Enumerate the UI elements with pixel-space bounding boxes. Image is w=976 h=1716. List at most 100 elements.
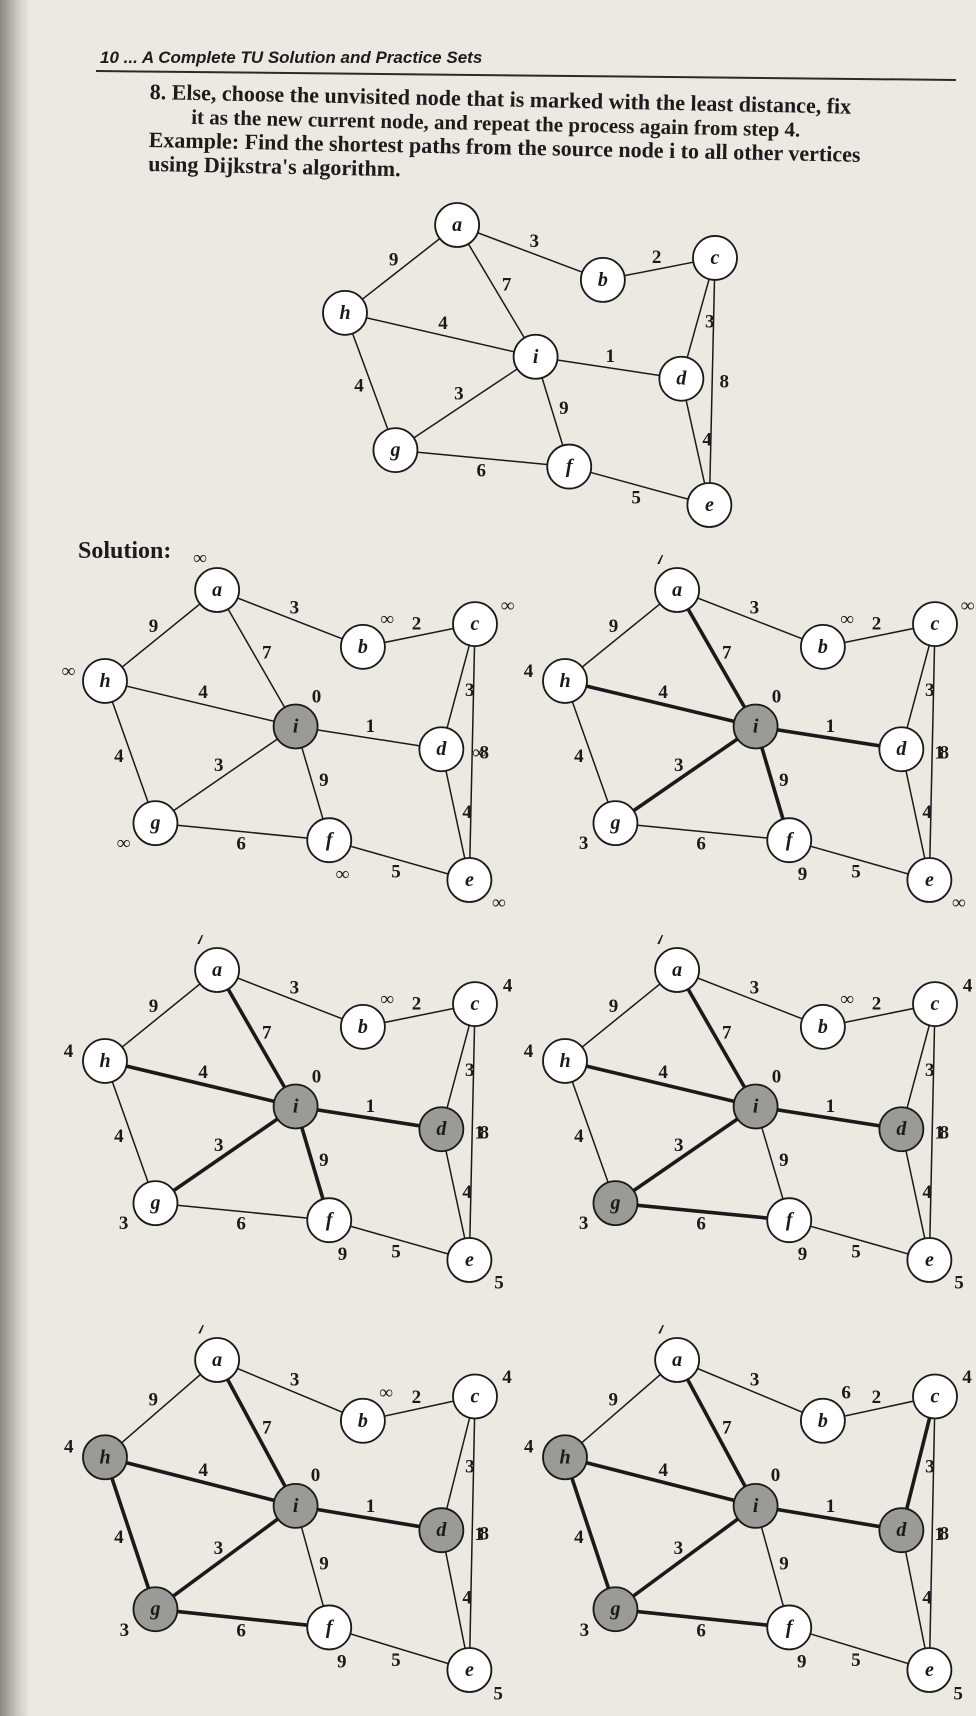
- edge-weight-g-f: 6: [236, 834, 246, 855]
- distance-label-d: ∞: [472, 743, 486, 764]
- edge-weight-c-e: 8: [479, 1122, 489, 1143]
- node-label-b: b: [818, 636, 828, 658]
- edge-weight-i-g: 3: [214, 1538, 224, 1559]
- distance-label-c: 4: [963, 976, 973, 997]
- node-label-g: g: [609, 812, 620, 834]
- node-label-h: h: [559, 670, 570, 692]
- edge-g-f: [155, 1202, 330, 1221]
- edge-weight-i-d: 1: [606, 346, 616, 367]
- edge-a-b: [456, 224, 604, 281]
- distance-label-c: 4: [502, 1367, 512, 1388]
- node-e: [906, 1647, 953, 1693]
- node-label-i: i: [753, 715, 759, 737]
- edge-weight-b-c: 2: [872, 994, 882, 1015]
- edge-weight-i-g: 3: [674, 755, 684, 776]
- edge-i-d: [295, 1104, 442, 1131]
- edge-a-h: [344, 224, 458, 314]
- edge-a-h: [564, 589, 678, 682]
- edge-weight-b-c: 2: [412, 614, 422, 635]
- edge-c-e: [468, 624, 476, 881]
- node-c: [452, 981, 498, 1028]
- distance-label-i: 0: [312, 686, 322, 707]
- node-label-d: d: [896, 1519, 907, 1541]
- edge-c-e: [468, 1004, 476, 1261]
- distance-label-d: 1: [934, 1524, 944, 1545]
- edge-weight-i-g: 3: [454, 383, 464, 404]
- edge-weight-i-d: 1: [366, 1496, 376, 1517]
- edge-a-i: [215, 969, 298, 1108]
- node-label-d: d: [436, 1118, 447, 1140]
- distance-label-d: 1: [474, 1123, 484, 1144]
- edge-weight-i-d: 1: [826, 716, 836, 737]
- distance-label-i: 0: [311, 1465, 321, 1486]
- node-label-f: f: [786, 829, 795, 851]
- node-label-h: h: [99, 1446, 110, 1468]
- distance-label-i: 0: [772, 686, 782, 707]
- edge-weight-h-i: 4: [198, 1062, 208, 1083]
- edge-h-i: [344, 312, 536, 358]
- node-label-f: f: [786, 1209, 795, 1231]
- edge-f-e: [329, 1219, 470, 1261]
- node-b: [799, 1397, 846, 1444]
- edge-weight-i-f: 9: [319, 1150, 329, 1171]
- node-h: [542, 1434, 588, 1481]
- edge-weight-i-d: 1: [826, 1096, 836, 1117]
- distance-label-e: ∞: [952, 893, 966, 914]
- node-d: [878, 726, 925, 773]
- node-g: [592, 1586, 639, 1633]
- distance-label-h: 4: [524, 661, 534, 682]
- edge-h-i: [104, 1059, 297, 1109]
- edge-weight-c-d: 3: [925, 1456, 935, 1477]
- distance-label-h: ∞: [62, 661, 76, 682]
- node-label-b: b: [818, 1410, 828, 1432]
- node-f: [766, 1604, 813, 1651]
- edge-h-i: [564, 1059, 757, 1109]
- distance-label-c: ∞: [961, 596, 975, 617]
- node-e: [906, 857, 953, 903]
- node-label-c: c: [711, 247, 720, 269]
- node-label-b: b: [818, 1016, 828, 1038]
- edge-weight-c-d: 3: [705, 312, 715, 333]
- edge-weight-g-f: 6: [236, 1214, 246, 1235]
- header-rule: [95, 70, 956, 82]
- distance-label-a: 7: [195, 935, 205, 949]
- node-d: [418, 726, 465, 773]
- edge-weight-f-e: 5: [631, 487, 641, 508]
- node-g: [592, 800, 639, 847]
- edge-i-d: [535, 356, 682, 380]
- edge-weight-i-g: 3: [214, 755, 224, 776]
- distance-label-e: 5: [954, 1273, 964, 1294]
- distance-label-g: 3: [119, 1213, 129, 1234]
- edge-weight-c-e: 8: [719, 372, 729, 393]
- node-e: [446, 857, 493, 903]
- edge-weight-i-f: 9: [319, 770, 329, 791]
- distance-label-i: 0: [771, 1465, 781, 1486]
- edge-weight-a-i: 7: [262, 642, 272, 663]
- edge-a-b: [676, 1359, 824, 1422]
- edge-weight-h-g: 4: [354, 376, 364, 397]
- distance-label-g: 3: [579, 833, 589, 854]
- node-b: [339, 1003, 386, 1050]
- edge-f-e: [789, 1219, 930, 1261]
- node-label-a: a: [672, 579, 682, 601]
- distance-label-b: ∞: [380, 989, 394, 1010]
- edge-c-e: [928, 1004, 936, 1261]
- edge-i-g: [614, 1504, 757, 1611]
- edge-g-f: [615, 1201, 790, 1222]
- distance-label-f: 9: [338, 1244, 348, 1265]
- edge-g-f: [155, 1607, 330, 1630]
- edge-i-d: [295, 725, 442, 750]
- node-label-h: h: [99, 670, 110, 692]
- distance-label-h: 4: [524, 1437, 534, 1458]
- node-label-i: i: [293, 1095, 299, 1117]
- edge-weight-g-f: 6: [476, 460, 486, 481]
- edge-weight-a-h: 9: [389, 249, 399, 270]
- distance-label-h: 4: [524, 1041, 534, 1062]
- edge-d-e: [440, 1530, 471, 1671]
- node-i: [272, 1482, 319, 1529]
- edge-weight-a-h: 9: [149, 616, 159, 637]
- edge-h-i: [104, 1455, 297, 1508]
- edge-weight-c-d: 3: [465, 680, 475, 701]
